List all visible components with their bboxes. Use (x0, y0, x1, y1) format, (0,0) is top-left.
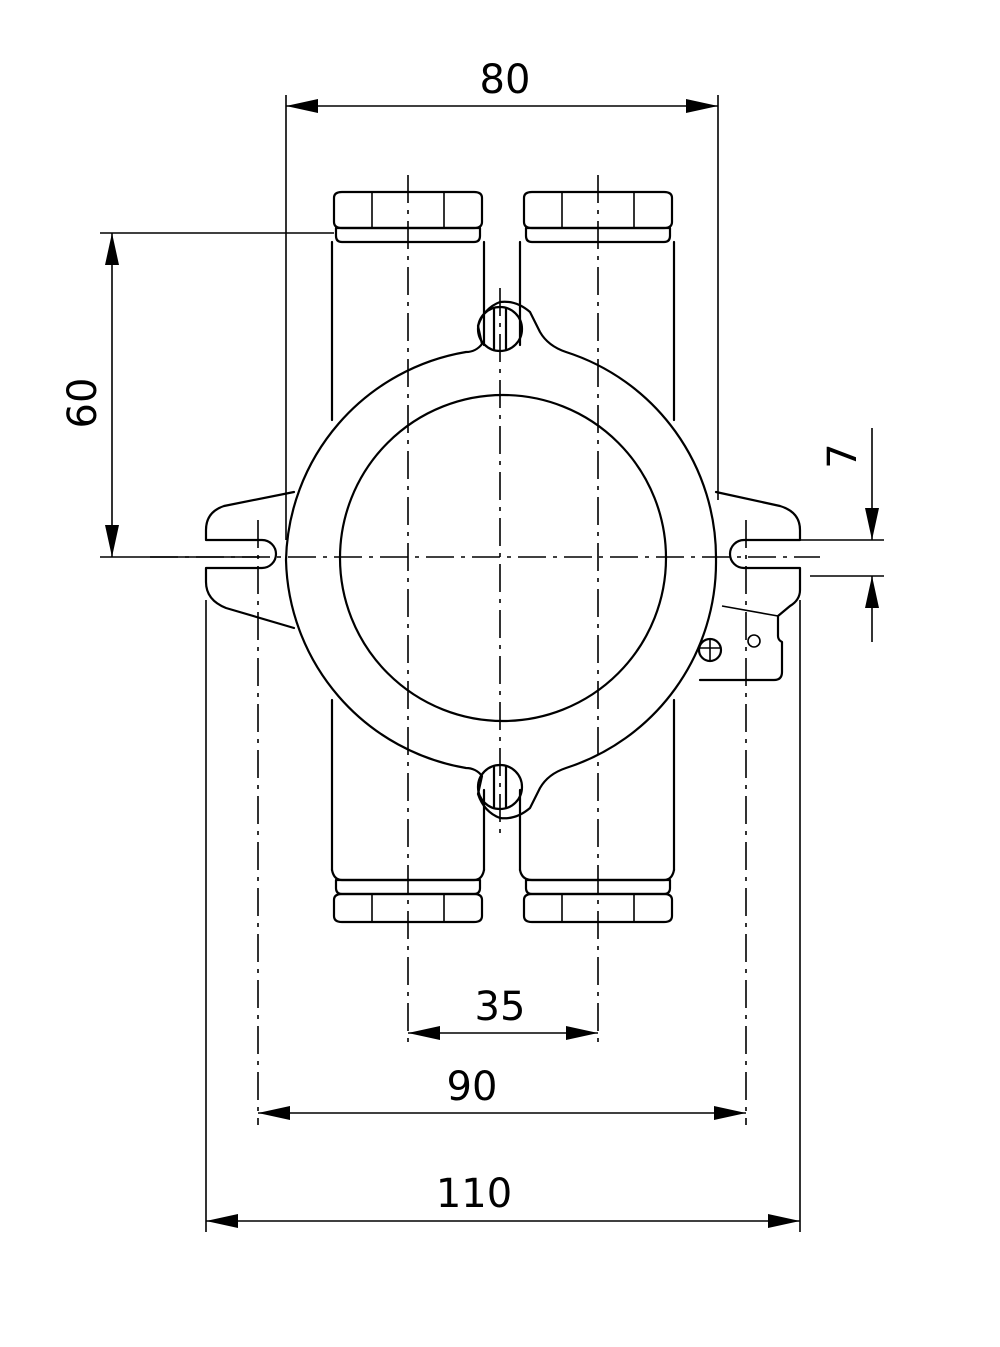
dimension-80: 80 (285, 57, 719, 540)
dimension-90-label: 90 (447, 1064, 498, 1110)
center-lines (150, 175, 820, 1125)
dimension-7-label: 7 (820, 443, 866, 468)
housing-window (338, 393, 668, 723)
dimension-35: 35 (408, 984, 598, 1040)
dimension-7: 7 (748, 428, 884, 642)
cable-gland-bottom-right (518, 698, 676, 924)
cable-gland-bottom-left (330, 698, 486, 924)
mounting-flange-right (698, 490, 802, 682)
dimension-110-label: 110 (436, 1171, 512, 1217)
housing-outline (284, 300, 718, 820)
dimension-80-label: 80 (480, 57, 531, 103)
housing (284, 300, 718, 820)
dimension-35-label: 35 (475, 984, 526, 1030)
cable-gland-top-left (330, 190, 486, 422)
dimension-110: 110 (205, 600, 801, 1232)
dimension-60-label: 60 (60, 378, 106, 429)
cable-gland-top-right (518, 190, 676, 422)
earth-terminal-icon (697, 634, 761, 663)
dimension-60: 60 (60, 232, 334, 558)
dimension-90: 90 (258, 1064, 746, 1120)
mounting-flange-left (204, 490, 296, 630)
